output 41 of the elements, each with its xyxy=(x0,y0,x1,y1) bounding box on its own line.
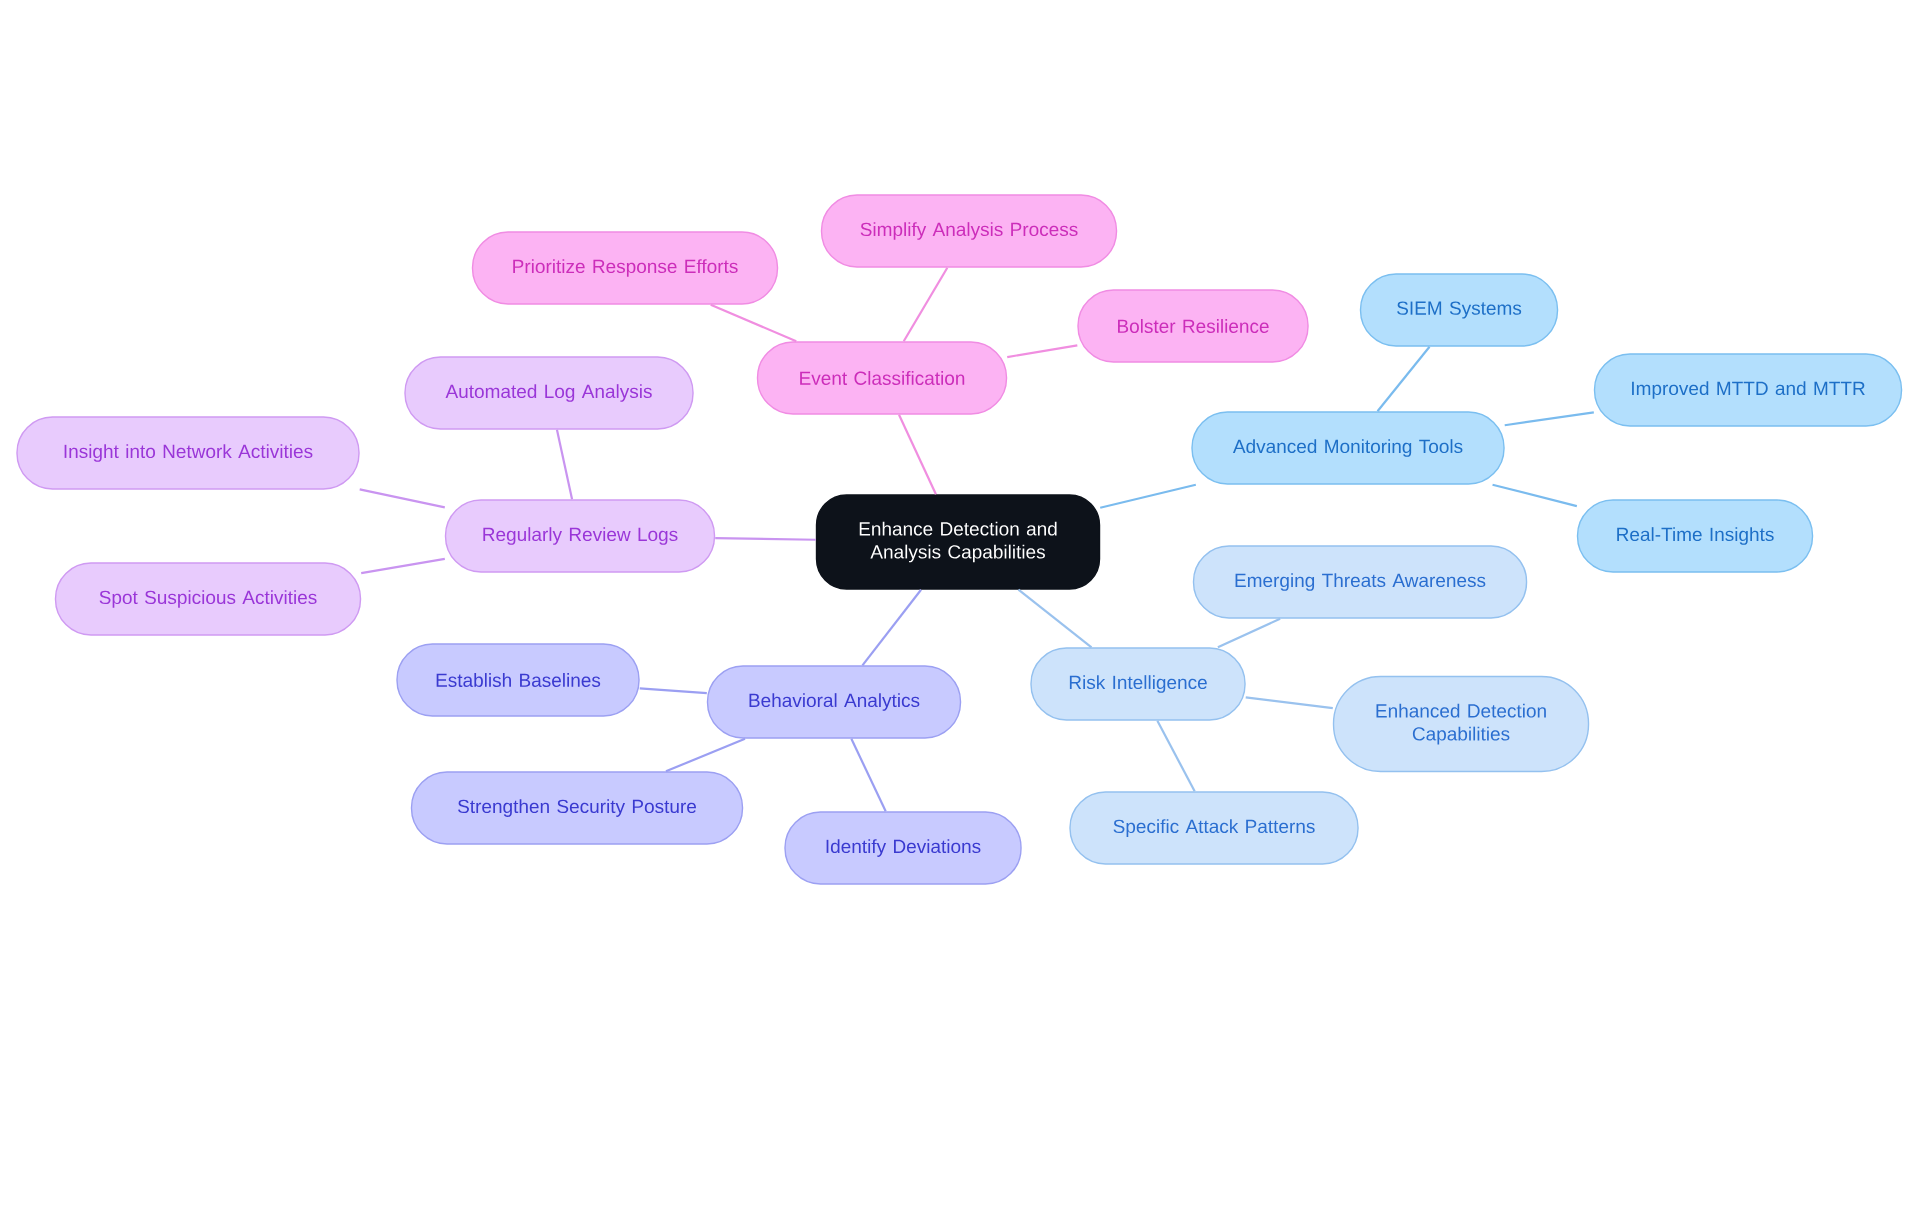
connector-line xyxy=(1492,483,1578,508)
connector-line xyxy=(639,687,707,695)
connector-line xyxy=(665,737,746,773)
topic-pill: Improved MTTD and MTTR xyxy=(1593,353,1903,427)
topic-pill: Identify Deviations xyxy=(784,811,1022,885)
topic-pill: Advanced Monitoring Tools xyxy=(1191,411,1505,485)
connector-line xyxy=(1376,346,1431,412)
connector-line xyxy=(850,738,887,812)
topic-pill: Bolster Resilience xyxy=(1077,289,1309,363)
topic-pill: Behavioral Analytics xyxy=(706,665,962,739)
topic-pill: Emerging Threats Awareness xyxy=(1192,545,1528,619)
topic-pill: Risk Intelligence xyxy=(1030,647,1246,721)
topic-pill: Spot Suspicious Activities xyxy=(54,562,362,636)
connector-line xyxy=(1504,411,1594,427)
topic-pill: Event Classification xyxy=(756,341,1008,415)
connector-line xyxy=(361,557,445,575)
connector-line xyxy=(1245,696,1333,710)
connector-line xyxy=(1156,720,1196,792)
topic-pill: Prioritize Response Efforts xyxy=(471,231,779,305)
connector-line xyxy=(555,429,574,500)
topic-pill: SIEM Systems xyxy=(1359,273,1559,347)
topic-pill: Simplify Analysis Process xyxy=(820,194,1118,268)
topic-pill: Establish Baselines xyxy=(396,643,640,717)
connector-line xyxy=(359,488,446,509)
central-topic-box: Enhance Detection and Analysis Capabilities xyxy=(815,494,1101,590)
connector-line xyxy=(898,414,937,495)
connector-line xyxy=(715,537,816,541)
topic-pill: Automated Log Analysis xyxy=(404,356,694,430)
topic-pill: Insight into Network Activities xyxy=(16,416,360,490)
topic-pill: Enhanced Detection Capabilities xyxy=(1332,675,1590,773)
topic-pill: Regularly Review Logs xyxy=(444,499,716,573)
connector-line xyxy=(1099,483,1197,509)
connector-line xyxy=(710,303,797,343)
connector-line xyxy=(1017,588,1093,649)
connector-line xyxy=(1007,344,1078,359)
connector-line xyxy=(902,267,949,342)
topic-pill: Strengthen Security Posture xyxy=(410,771,744,845)
topic-pill: Real-Time Insights xyxy=(1576,499,1814,573)
connector-line xyxy=(1217,617,1281,649)
topic-pill: Specific Attack Patterns xyxy=(1069,791,1359,865)
connector-line xyxy=(861,589,922,666)
